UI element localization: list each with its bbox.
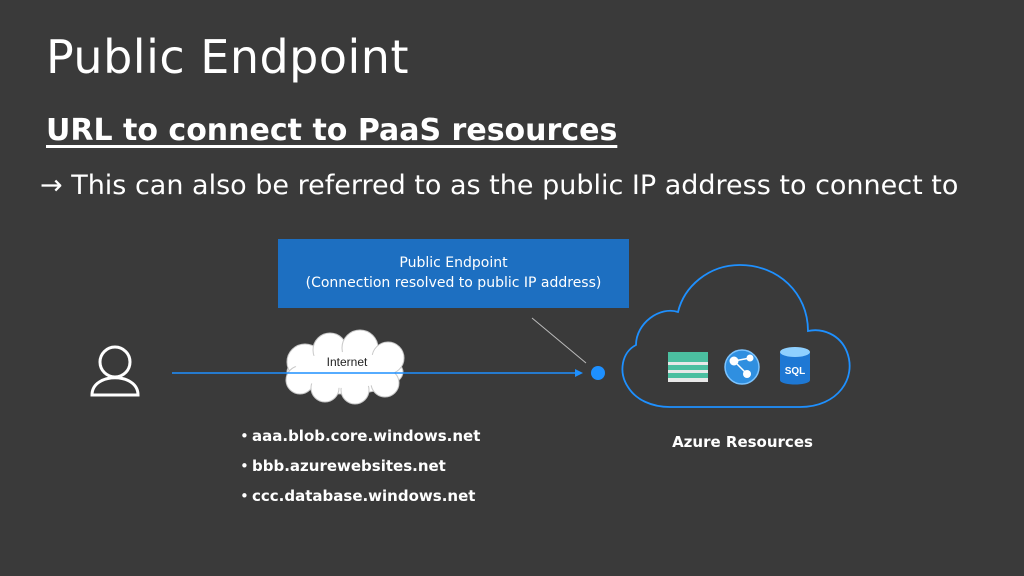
url-list-item: •aaa.blob.core.windows.net bbox=[240, 426, 480, 456]
url-text: bbb.azurewebsites.net bbox=[252, 457, 446, 475]
url-list-item: •ccc.database.windows.net bbox=[240, 486, 480, 516]
internet-label: Internet bbox=[326, 355, 368, 369]
public-endpoint-dot bbox=[591, 366, 605, 380]
connection-arrowhead bbox=[575, 369, 583, 377]
callout-title: Public Endpoint bbox=[399, 254, 508, 271]
bullet-icon: • bbox=[240, 427, 249, 445]
slide-subtitle: URL to connect to PaaS resources bbox=[46, 113, 618, 148]
sql-icon-text: SQL bbox=[785, 366, 806, 377]
explanation-text: → This can also be referred to as the pu… bbox=[40, 170, 959, 201]
bullet-icon: • bbox=[240, 457, 249, 475]
callout-description: (Connection resolved to public IP addres… bbox=[305, 274, 602, 291]
bullet-icon: • bbox=[240, 487, 249, 505]
user-icon bbox=[90, 345, 140, 397]
azure-cloud-outline bbox=[621, 264, 851, 408]
slide-title: Public Endpoint bbox=[46, 30, 409, 84]
internet-cloud-icon bbox=[285, 329, 405, 405]
public-endpoint-callout: Public Endpoint (Connection resolved to … bbox=[278, 239, 629, 308]
storage-icon bbox=[668, 352, 708, 382]
url-text: ccc.database.windows.net bbox=[252, 487, 476, 505]
callout-pointer bbox=[531, 317, 587, 364]
url-list-item: •bbb.azurewebsites.net bbox=[240, 456, 480, 486]
endpoint-url-list: •aaa.blob.core.windows.net •bbb.azureweb… bbox=[240, 426, 480, 516]
azure-resources-label: Azure Resources bbox=[672, 433, 813, 451]
app-service-icon bbox=[724, 349, 760, 385]
url-text: aaa.blob.core.windows.net bbox=[252, 427, 481, 445]
sql-database-icon: SQL bbox=[780, 347, 810, 385]
